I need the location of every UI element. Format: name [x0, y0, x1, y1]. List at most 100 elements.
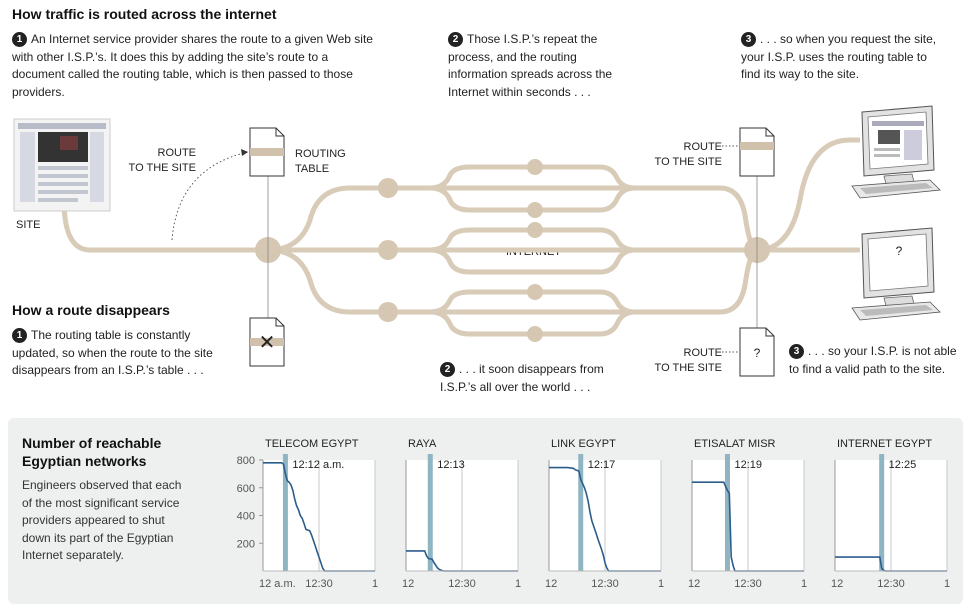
step-3-bottom-text: . . . so your I.S.P. is not able to find… [789, 344, 957, 376]
router-node [527, 284, 543, 300]
step-3-bottom: 3. . . so your I.S.P. is not able to fin… [789, 343, 959, 378]
chart-time-marker [879, 454, 885, 571]
main-title: How traffic is routed across the interne… [12, 6, 277, 22]
router-node [527, 159, 543, 175]
step-3-top: 3. . . so when you request the site, you… [741, 31, 941, 84]
path-mid-loop-b [429, 247, 636, 275]
chart-y-tick-label: 400 [237, 511, 255, 523]
step-3-top-text: . . . so when you request the site, your… [741, 32, 937, 81]
question-mark-doc: ? [753, 346, 761, 360]
chart-time-label: 12:19 [734, 459, 762, 471]
path-upper [267, 185, 758, 253]
router-node [527, 326, 543, 342]
chart-y-tick-label: 800 [237, 455, 255, 467]
chart-y-tick-label: 200 [237, 538, 255, 550]
computer-icon [851, 227, 941, 321]
section-title: How a route disappears [12, 302, 170, 318]
route-label-line: ROUTE [157, 147, 197, 159]
route-label-line: TO THE SITE [654, 156, 722, 168]
route-to-site-label-right-bottom: ROUTE TO THE SITE [638, 346, 722, 376]
router-node [527, 202, 543, 218]
step-number-badge: 3 [789, 344, 804, 359]
chart-time-marker [724, 454, 730, 571]
chart-x-tick-label: 12:30 [305, 578, 333, 590]
chart-time-label: 12:25 [889, 459, 917, 471]
chart-time-marker [578, 454, 584, 571]
chart-x-tick-label: 12 [688, 578, 700, 590]
step-2-top-text: Those I.S.P.’s repeat the process, and t… [448, 32, 613, 99]
step-number-badge: 1 [12, 32, 27, 47]
panel-title: Number of reachable Egyptian networks [22, 435, 162, 469]
chart-panel-title: RAYA [408, 438, 437, 450]
step-1-top-text: An Internet service provider shares the … [12, 32, 373, 99]
chart-x-tick-label: 12:30 [591, 578, 619, 590]
missing-route-document-icon [739, 327, 775, 377]
routing-diagram [13, 105, 941, 377]
routing-table-document-icon [249, 127, 285, 177]
path-lower [267, 247, 758, 315]
chart-x-tick-label: 12:30 [877, 578, 905, 590]
step-number-badge: 3 [741, 32, 756, 47]
chart-time-label: 12:13 [437, 459, 465, 471]
router-nodes [255, 159, 770, 342]
chart-x-tick-label: 1 [515, 578, 521, 590]
step-number-badge: 2 [448, 32, 463, 47]
step-number-badge: 1 [12, 328, 27, 343]
router-node [378, 302, 398, 322]
chart-x-tick-label: 1 [801, 578, 807, 590]
router-node [378, 178, 398, 198]
network-paths [61, 137, 860, 337]
route-label-line: TO THE SITE [654, 362, 722, 374]
path-to-computer-top [756, 137, 860, 253]
chart-series-line [406, 550, 518, 572]
arrow-head-icon [241, 149, 248, 156]
chart-panel-title: LINK EGYPT [551, 438, 616, 450]
computer-icon [851, 105, 941, 199]
chart-x-tick-label: 1 [944, 578, 950, 590]
chart-x-tick-label: 12 [831, 578, 843, 590]
chart-series-line [692, 481, 804, 572]
chart-x-tick-label: 1 [372, 578, 378, 590]
chart-x-tick-label: 1 [658, 578, 664, 590]
route-to-site-label-right-top: ROUTE TO THE SITE [638, 140, 722, 170]
chart-panel-title: TELECOM EGYPT [265, 438, 359, 450]
chart-x-tick-label: 12:30 [448, 578, 476, 590]
chart-x-tick-label: 12 [402, 578, 414, 590]
routing-table-label: ROUTING TABLE [295, 147, 346, 177]
routing-table-label-line: TABLE [295, 163, 330, 175]
routing-table-document-icon [739, 127, 775, 177]
chart-y-tick-label: 600 [237, 483, 255, 495]
site-label: SITE [16, 219, 41, 231]
chart-x-tick-label: 12 a.m. [259, 578, 296, 590]
removed-route-x-icon: ✕ [258, 332, 276, 354]
step-number-badge: 2 [440, 362, 455, 377]
chart-panel-title: INTERNET EGYPT [837, 438, 932, 450]
chart-time-label: 12:12 a.m. [292, 459, 344, 471]
chart-time-marker [427, 454, 433, 571]
question-mark-screen: ? [895, 244, 903, 258]
route-label-line: ROUTE [683, 141, 723, 153]
chart-time-marker [282, 454, 288, 571]
chart-series-line [263, 462, 375, 572]
routing-table-label-line: ROUTING [295, 148, 346, 160]
chart-panel-title: ETISALAT MISR [694, 438, 776, 450]
chart-x-tick-label: 12:30 [734, 578, 762, 590]
router-node [378, 240, 398, 260]
chart-x-tick-label: 12 [545, 578, 557, 590]
step-1-bottom-text: The routing table is constantly updated,… [12, 328, 213, 377]
chart-time-label: 12:17 [588, 459, 616, 471]
router-node [527, 222, 543, 238]
site-thumbnail-icon [13, 118, 111, 212]
step-2-bottom: 2. . . it soon disappears from I.S.P.’s … [440, 361, 635, 396]
removed-route-document-icon [249, 317, 285, 367]
chart-series-line [549, 466, 661, 572]
panel-description: Engineers observed that each of the most… [22, 478, 182, 562]
route-label-line: TO THE SITE [128, 162, 196, 174]
route-to-site-label-left: ROUTE TO THE SITE [110, 146, 196, 176]
step-2-bottom-text: . . . it soon disappears from I.S.P.’s a… [440, 362, 604, 394]
route-label-line: ROUTE [683, 347, 723, 359]
